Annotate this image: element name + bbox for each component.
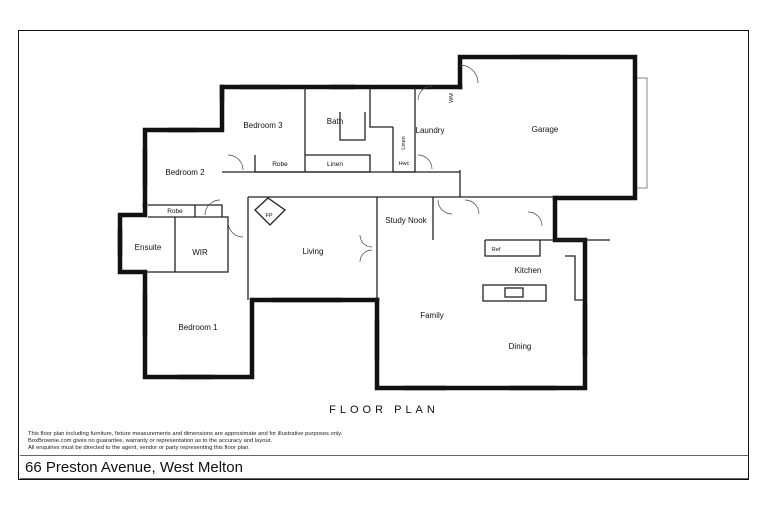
fixture-fireplace: FP [265,213,272,219]
fixture-hwc: Hwc [399,161,410,167]
room-family: Family [420,311,444,320]
property-address: 66 Preston Avenue, West Melton [25,459,243,476]
disclaimer-line: BoxBrownie.com gives no guarantee, warra… [28,438,272,445]
fixture-wm: WM [449,93,455,103]
room-linen: Linen [327,161,343,168]
room-dining: Dining [509,342,532,351]
room-kitchen: Kitchen [515,266,542,275]
room-garage: Garage [532,125,559,134]
room-wir: WIR [192,248,208,257]
door-swings [204,64,543,263]
disclaimer-line: All enquiries must be directed to the ag… [28,445,251,452]
room-robe-bedroom-2: Robe [167,208,183,215]
windows [117,54,648,391]
divider [20,455,748,456]
plan-frame [18,30,749,480]
room-bedroom-1: Bedroom 1 [178,323,218,332]
fixture-ref: Ref [492,247,501,253]
room-laundry: Laundry [416,126,445,135]
room-linen-2: Linen [401,136,407,149]
room-bedroom-2: Bedroom 2 [165,168,205,177]
room-ensuite: Ensuite [135,243,162,252]
walls [117,54,638,391]
plan-title: FLOOR PLAN [329,404,439,416]
room-bedroom-3: Bedroom 3 [243,121,283,130]
disclaimer: This floor plan including furniture, fix… [28,431,342,453]
room-robe-bedroom-3: Robe [272,161,288,168]
room-living: Living [303,247,324,256]
room-bath: Bath [327,117,343,126]
disclaimer-line: This floor plan including furniture, fix… [28,431,343,437]
room-study-nook: Study Nook [385,216,427,225]
divider [20,478,748,479]
